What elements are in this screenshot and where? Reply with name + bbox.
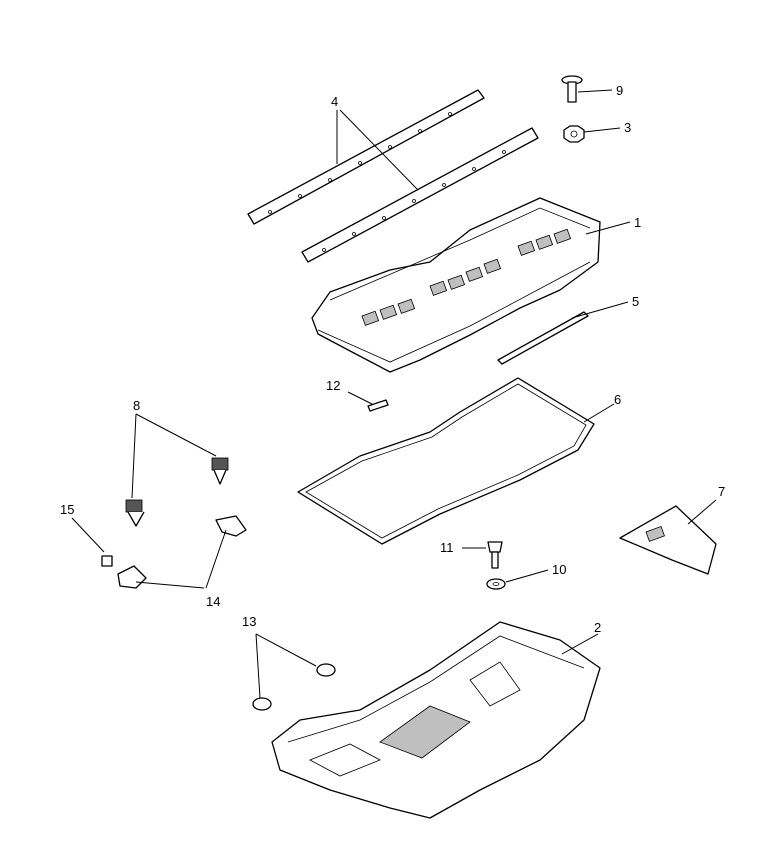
callout-12: 12: [326, 378, 340, 393]
callout-2: 2: [594, 620, 601, 635]
callout-9: 9: [616, 83, 623, 98]
cover-plate-part: [619, 505, 717, 575]
callout-14: 14: [206, 594, 220, 609]
bolt-part: [487, 541, 503, 569]
plug-part: [252, 663, 336, 711]
bracket-part: [117, 515, 247, 589]
bolt-part: [561, 75, 583, 103]
clip-part: [101, 555, 113, 567]
callout-1: 1: [634, 215, 641, 230]
nut-part: [563, 125, 585, 143]
callout-7: 7: [718, 484, 725, 499]
callout-3: 3: [624, 120, 631, 135]
pin-part: [367, 399, 389, 412]
callout-5: 5: [632, 294, 639, 309]
upper-skid-plate-part: [311, 197, 601, 373]
callout-6: 6: [614, 392, 621, 407]
lower-pan-part: [271, 621, 601, 819]
washer-part: [486, 578, 506, 590]
callout-15: 15: [60, 502, 74, 517]
callout-labels: 4 9 3 1 5 12 6 8 7 15 11 10 14 2 13: [60, 83, 725, 635]
callout-8: 8: [133, 398, 140, 413]
callout-11: 11: [440, 540, 454, 555]
callout-13: 13: [242, 614, 256, 629]
latch-part: [125, 457, 229, 527]
callout-10: 10: [552, 562, 566, 577]
seal-ring-part: [297, 377, 595, 545]
trim-strip-part: [497, 311, 589, 365]
callout-4: 4: [331, 94, 338, 109]
leader-lines: [71, 89, 717, 699]
edge-strip-part: [247, 89, 539, 263]
